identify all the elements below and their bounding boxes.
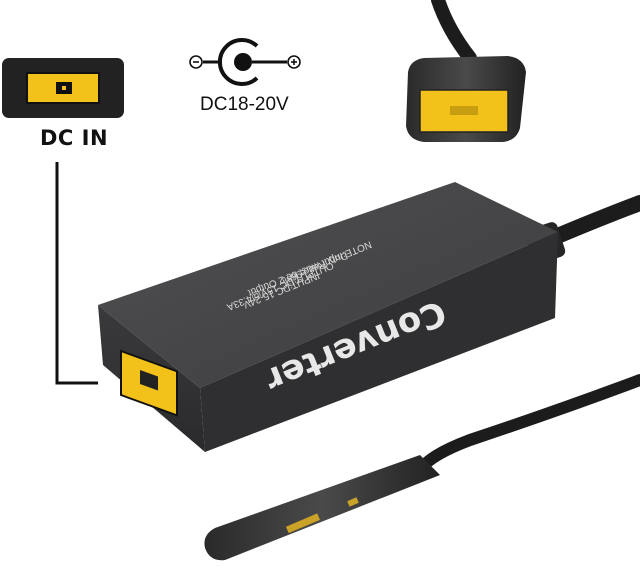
voltage-label: DC18-20V [200, 94, 289, 115]
dc-in-label: DC IN [40, 126, 109, 150]
connector-line [55, 162, 98, 385]
dc-in-socket-icon [2, 58, 124, 118]
square-plug-icon [406, 56, 526, 142]
surface-cable [414, 374, 640, 476]
upper-plug-cable [431, 0, 477, 65]
converter-body [98, 182, 558, 452]
surface-connector-icon [204, 455, 440, 561]
output-cable [540, 195, 640, 248]
polarity-symbol-icon [189, 38, 301, 86]
